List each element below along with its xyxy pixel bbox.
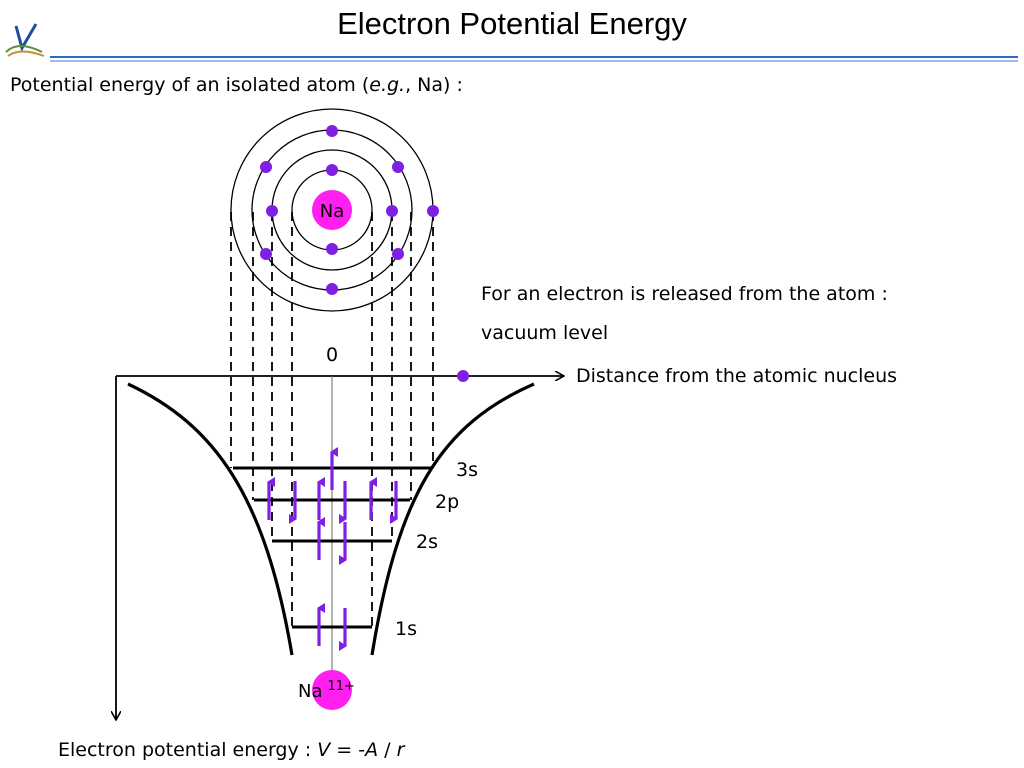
header-rule (50, 56, 1018, 62)
free-electron (457, 370, 469, 382)
subtitle-text: Potential energy of an isolated atom ( (10, 74, 370, 96)
electron (386, 205, 398, 217)
logo-icon (5, 23, 45, 57)
shell-electrons (260, 125, 439, 295)
subtitle-rest: , Na) : (405, 74, 463, 96)
potential-curve-right (370, 382, 535, 656)
formula-a: A (365, 739, 379, 761)
spin-arrows (267, 447, 398, 651)
vacuum-level-label: vacuum level (481, 322, 609, 344)
formula-v: V (317, 739, 331, 761)
electron (266, 205, 278, 217)
formula-r: r (396, 739, 405, 761)
zero-label: 0 (326, 344, 338, 366)
level-1s-label: 1s (395, 618, 417, 640)
electron (326, 283, 338, 295)
formula-prefix: Electron potential energy : (58, 739, 318, 761)
level-2p-label: 2p (435, 491, 459, 513)
electron (392, 161, 404, 173)
potential-formula: Electron potential energy : V = -A / r (58, 739, 404, 761)
page-title: Electron Potential Energy (337, 6, 687, 41)
nucleus-symbol: Na (298, 681, 323, 702)
subtitle-italic: e.g. (369, 74, 406, 96)
level-2s-label: 2s (416, 531, 438, 553)
electron (326, 125, 338, 137)
bottom-nucleus (312, 670, 352, 710)
level-3s-label: 3s (456, 459, 478, 481)
nucleus-charge: 11+ (328, 679, 355, 694)
release-note: For an electron is released from the ato… (481, 283, 888, 305)
formula-eq: = - (330, 739, 366, 761)
electron (427, 205, 439, 217)
electron (260, 248, 272, 260)
atom-nucleus (312, 190, 352, 230)
electron (392, 248, 404, 260)
electron (326, 243, 338, 255)
electron (326, 164, 338, 176)
potential-curve-left (127, 382, 294, 656)
electron (260, 161, 272, 173)
subtitle: Potential energy of an isolated atom (e.… (10, 74, 463, 96)
nucleus-label: Na 11+ (298, 679, 355, 702)
energy-levels (233, 466, 431, 629)
formula-sep: / (378, 739, 397, 761)
atom-label: Na (320, 201, 345, 222)
x-axis-label: Distance from the atomic nucleus (576, 365, 898, 387)
